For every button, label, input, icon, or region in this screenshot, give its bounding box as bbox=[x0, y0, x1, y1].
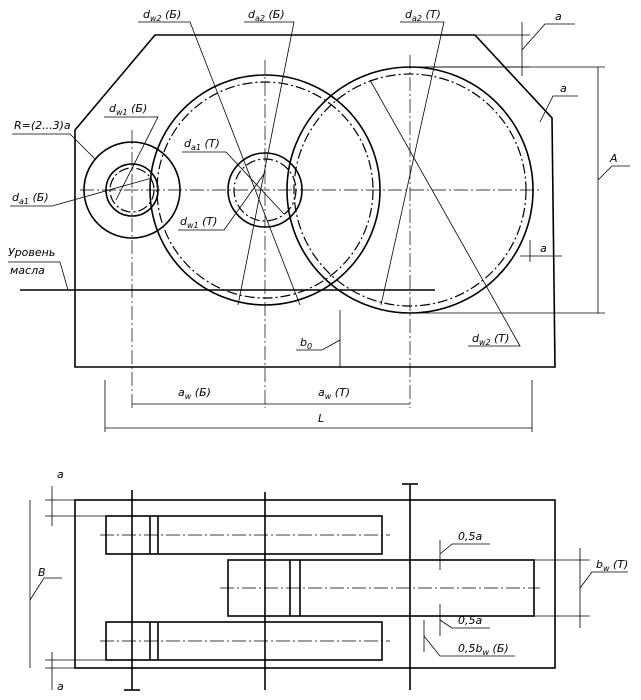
dim-b0-leader bbox=[296, 339, 341, 351]
leader-dw1-b bbox=[104, 116, 159, 201]
label-half-a-bot: 0,5a bbox=[458, 614, 482, 627]
dim-half-a-top-leader bbox=[439, 543, 490, 555]
leader-da2-b bbox=[237, 21, 295, 306]
leader-da2-t bbox=[380, 21, 445, 306]
label-dw1-t: dw1 (T) bbox=[180, 215, 217, 230]
label-L: L bbox=[318, 412, 324, 425]
leader-dw2-b bbox=[138, 21, 301, 306]
leader-r bbox=[12, 133, 97, 161]
housing-plan bbox=[74, 499, 556, 669]
dim-half-a-bot-leader bbox=[439, 619, 490, 629]
leader-da1-t bbox=[182, 151, 285, 215]
dim-B-leader bbox=[29, 577, 62, 601]
label-B: B bbox=[38, 566, 46, 579]
dim-a-right-leader bbox=[539, 95, 578, 123]
label-level-2: масла bbox=[10, 264, 45, 277]
label-dw1-b: dw1 (Б) bbox=[109, 102, 147, 117]
label-da2-b: da2 (Б) bbox=[248, 8, 285, 23]
dim-bw-t-leader bbox=[579, 571, 628, 589]
label-b0: b0 bbox=[300, 336, 312, 351]
label-bw-t: bw (T) bbox=[596, 558, 628, 573]
label-da2-t: da2 (T) bbox=[405, 8, 441, 23]
label-a-top: a bbox=[555, 10, 562, 23]
dim-A-leader bbox=[597, 165, 630, 181]
label-dw2-t: dw2 (T) bbox=[472, 332, 509, 347]
bottom-view bbox=[29, 483, 628, 691]
dim-a-top-leader bbox=[521, 23, 575, 51]
label-aw-t: aw (T) bbox=[318, 386, 350, 401]
label-da1-b: da1 (Б) bbox=[12, 191, 49, 206]
label-A: A bbox=[609, 152, 618, 165]
leader-dw1-t bbox=[178, 173, 265, 231]
leader-da1-b bbox=[10, 177, 153, 207]
label-half-bw-b: 0,5bw (Б) bbox=[458, 642, 509, 657]
leader-dw2-t bbox=[369, 79, 521, 347]
label-a-mid: a bbox=[540, 242, 547, 255]
label-aw-b: aw (Б) bbox=[178, 386, 211, 401]
top-view bbox=[8, 21, 630, 432]
dim-half-bw-leader bbox=[423, 635, 515, 657]
label-half-a-top: 0,5a bbox=[458, 530, 482, 543]
label-b-a-bottom: a bbox=[57, 680, 64, 693]
housing-outline bbox=[74, 34, 556, 368]
label-da1-t: da1 (T) bbox=[184, 137, 220, 152]
label-dw2-b: dw2 (Б) bbox=[143, 8, 181, 23]
label-a-right: a bbox=[560, 82, 567, 95]
label-level-1: Уровень bbox=[8, 246, 55, 259]
oil-level-leader bbox=[8, 261, 69, 291]
label-r: R=(2...3)a bbox=[14, 119, 71, 132]
label-b-a-top: a bbox=[57, 468, 64, 481]
